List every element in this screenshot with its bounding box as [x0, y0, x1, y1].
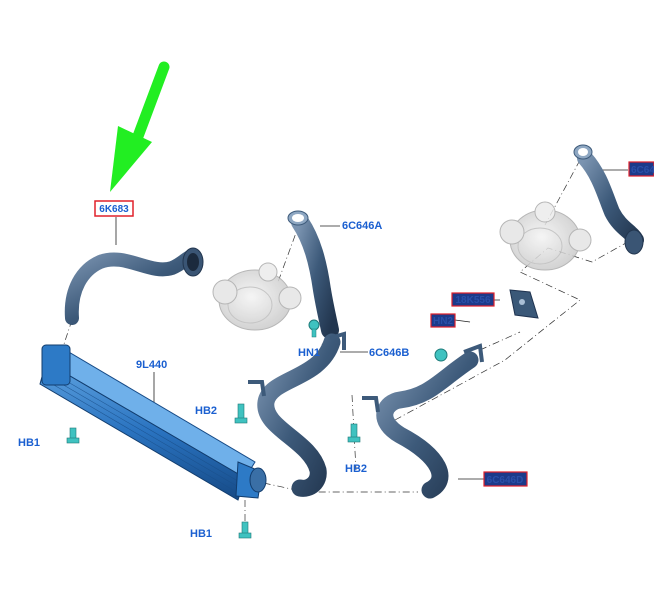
hose-6c646a — [287, 210, 339, 339]
callout-6k683[interactable]: 6K683 — [94, 200, 134, 217]
bolt-hn2 — [434, 348, 448, 362]
bolt-hn1 — [308, 319, 320, 338]
hose-6k683 — [64, 247, 204, 325]
part-label-hb2-left[interactable]: HB2 — [195, 405, 217, 417]
part-label-hb1-left[interactable]: HB1 — [18, 437, 40, 449]
part-label-6c646d: 6C646D — [487, 475, 524, 486]
green-arrow-icon — [110, 61, 170, 192]
part-label-hb2-mid[interactable]: HB2 — [345, 463, 367, 475]
turbocharger-right — [499, 201, 592, 271]
turbocharger-left — [212, 262, 302, 331]
hose-6c646c — [573, 144, 644, 255]
bolt-hb1-bottom — [238, 521, 252, 539]
hose-6c646b — [248, 331, 346, 497]
bolt-hb2-mid — [347, 423, 361, 443]
part-label-hb1-bottom[interactable]: HB1 — [190, 528, 212, 540]
part-label-6c646a[interactable]: 6C646A — [342, 220, 382, 232]
callout-hn2[interactable]: HN2 — [430, 313, 456, 328]
part-label-hn1[interactable]: HN1 — [298, 347, 320, 359]
part-label-hn2: HN2 — [433, 316, 453, 327]
bracket-18k556 — [509, 289, 539, 319]
bolt-hb2-left — [234, 403, 248, 424]
bolt-hb1-left — [66, 427, 80, 444]
part-label-9l440[interactable]: 9L440 — [136, 359, 167, 371]
hose-6c646d — [362, 343, 484, 499]
callout-18k556[interactable]: 18K556 — [451, 292, 495, 307]
part-label-18k556: 18K556 — [455, 295, 490, 306]
callout-6c646d[interactable]: 6C646D — [483, 471, 528, 487]
intercooler-9l440 — [39, 344, 267, 501]
part-label-6c646b[interactable]: 6C646B — [369, 347, 409, 359]
part-label-6k683: 6K683 — [99, 204, 129, 215]
